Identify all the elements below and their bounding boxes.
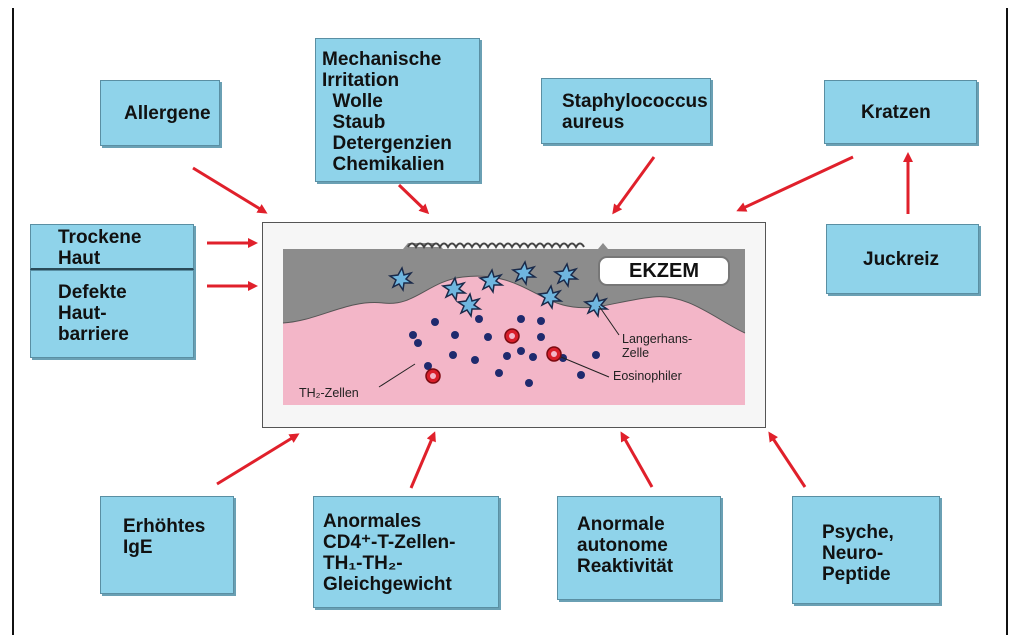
t-cell <box>471 356 479 364</box>
box-mechanische-irritation-text: Mechanische Irritation Wolle Staub Deter… <box>322 49 452 175</box>
box-erhoehtes-ige-text: Erhöhtes IgE <box>123 516 205 558</box>
arrow-staph <box>614 157 654 212</box>
arrow-autonom <box>622 434 652 487</box>
arrow-kratzen <box>739 157 853 210</box>
box-anormales-cd4-text: Anormales CD4⁺-T-Zellen- TH₁-TH₂- Gleich… <box>323 511 455 595</box>
t-cell <box>592 351 600 359</box>
t-cell <box>517 315 525 323</box>
ekzem-label: EKZEM <box>598 256 730 286</box>
t-cell <box>529 353 537 361</box>
arrow-ige <box>217 435 297 484</box>
t-cell <box>525 379 533 387</box>
eosinophiler-label: Eosinophiler <box>613 369 682 383</box>
box-kratzen: Kratzen <box>824 80 977 144</box>
box-anormales-cd4: Anormales CD4⁺-T-Zellen- TH₁-TH₂- Gleich… <box>313 496 499 608</box>
arrow-psyche <box>770 434 805 487</box>
box-juckreiz-text: Juckreiz <box>863 249 939 270</box>
t-cell <box>577 371 585 379</box>
arrow-allergene <box>193 168 265 212</box>
epidermis-bumps <box>408 244 584 248</box>
t-cell <box>409 331 417 339</box>
box-allergene: Allergene <box>100 80 220 146</box>
t-cell <box>451 331 459 339</box>
t-cell <box>537 317 545 325</box>
box-kratzen-text: Kratzen <box>861 102 931 123</box>
box-erhoehtes-ige: Erhöhtes IgE <box>100 496 234 594</box>
box-allergene-text: Allergene <box>124 103 211 124</box>
t-cell <box>537 333 545 341</box>
t-cell <box>431 318 439 326</box>
skin-illustration: EKZEM Langerhans- Zelle Eosinophiler TH₂… <box>262 222 766 428</box>
box-anormale-autonome: Anormale autonome Reaktivität <box>557 496 721 600</box>
box-juckreiz: Juckreiz <box>826 224 979 294</box>
t-cell <box>503 352 511 360</box>
t-cell <box>484 333 492 341</box>
box-psyche-neuropeptide-text: Psyche, Neuro- Peptide <box>822 522 894 585</box>
t-cell <box>495 369 503 377</box>
t-cell <box>475 315 483 323</box>
box-anormale-autonome-text: Anormale autonome Reaktivität <box>577 514 673 577</box>
t-cell <box>414 339 422 347</box>
box-defekte-hautbarriere: Defekte Haut- barriere <box>30 270 194 358</box>
t-cell <box>517 347 525 355</box>
arrow-cd4 <box>411 434 434 488</box>
box-trockene-haut: Trockene Haut <box>30 224 194 270</box>
box-staphylococcus: Staphylococcus aureus <box>541 78 711 144</box>
box-psyche-neuropeptide: Psyche, Neuro- Peptide <box>792 496 940 604</box>
box-mechanische-irritation: Mechanische Irritation Wolle Staub Deter… <box>315 38 480 182</box>
box-defekte-hautbarriere-text: Defekte Haut- barriere <box>58 282 129 345</box>
th2-cells-label: TH₂-Zellen <box>299 386 359 400</box>
box-staphylococcus-text: Staphylococcus aureus <box>562 91 708 133</box>
box-trockene-haut-text: Trockene Haut <box>58 227 141 269</box>
langerhans-label: Langerhans- Zelle <box>622 332 692 360</box>
t-cell <box>449 351 457 359</box>
arrow-mechanisch <box>399 185 427 212</box>
